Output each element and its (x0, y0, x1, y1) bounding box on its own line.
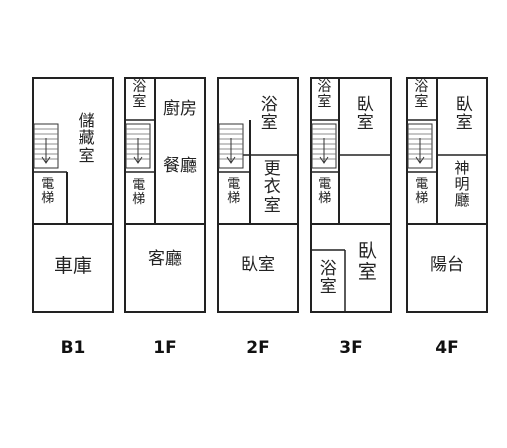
room-elevator-3f: 電梯 (318, 177, 332, 207)
room-bedroom-top-3f: 臥室 (356, 95, 374, 134)
room-balcony-4f: 陽台 (430, 255, 464, 275)
stair-icon (218, 123, 244, 169)
floor-3f-plan (310, 77, 392, 313)
room-kitchen-1f: 廚房 (163, 99, 197, 119)
room-shrine-4f: 神明廳 (454, 159, 470, 210)
stair-icon (125, 123, 151, 169)
stair-icon (407, 123, 433, 169)
stair-icon (33, 123, 59, 169)
room-storage-b1: 儲藏室 (78, 111, 95, 165)
floor-label-3f: 3F (339, 338, 363, 358)
floor-label-b1: B1 (60, 338, 86, 358)
room-elevator-b1: 電梯 (41, 177, 55, 207)
room-bath-bottom-3f: 浴室 (319, 259, 337, 298)
floor-label-1f: 1F (153, 338, 177, 358)
stair-icon (311, 123, 337, 169)
room-bedroom-2f: 臥室 (241, 255, 275, 275)
floor-2f-plan (217, 77, 299, 313)
room-elevator-4f: 電梯 (415, 177, 429, 207)
floor-label-4f: 4F (435, 338, 459, 358)
room-elevator-2f: 電梯 (227, 177, 241, 207)
room-bath-4f: 浴室 (414, 79, 429, 111)
room-bedroom-bottom-3f: 臥室 (357, 240, 377, 283)
room-living-1f: 客廳 (148, 249, 182, 269)
floor-label-2f: 2F (246, 338, 270, 358)
room-elevator-1f: 電梯 (132, 178, 146, 208)
room-dressing-2f: 更衣室 (263, 159, 281, 216)
room-bath-2f: 浴室 (260, 95, 278, 134)
floor-4f-plan (406, 77, 488, 313)
room-garage-b1: 車庫 (53, 255, 92, 277)
floor-1f-plan (124, 77, 206, 313)
room-bedroom-4f: 臥室 (455, 95, 473, 134)
floor-b1-plan (32, 77, 114, 313)
room-dining-1f: 餐廳 (163, 156, 197, 176)
room-bath-1f: 浴室 (132, 79, 147, 111)
room-bath-top-3f: 浴室 (317, 79, 332, 111)
